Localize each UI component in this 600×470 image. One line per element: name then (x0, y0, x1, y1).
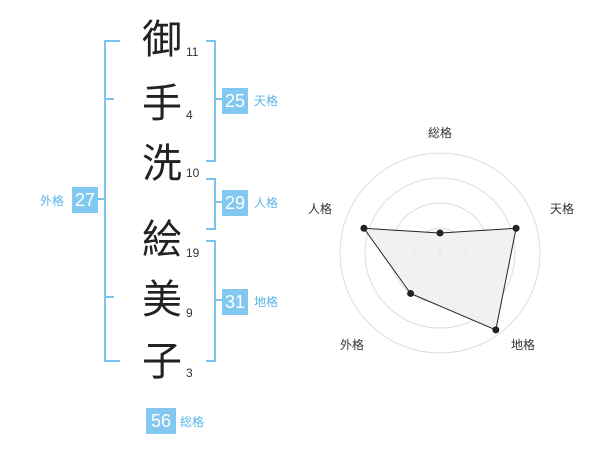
tenkaku-badge: 25 (222, 88, 248, 114)
soukaku-label: 総格 (180, 415, 205, 429)
soukaku-badge: 56 (146, 408, 176, 434)
radar-label-tenkaku: 天格 (550, 202, 575, 216)
tenkaku-label: 天格 (254, 94, 279, 108)
chikaku-label: 地格 (254, 295, 279, 309)
radar-label-chikaku: 地格 (511, 338, 536, 352)
radar-point-5 (360, 224, 368, 232)
gaikaku-badge: 27 (72, 187, 98, 213)
gaikaku-label: 外格 (40, 194, 65, 208)
radar-label-soukaku: 総格 (428, 126, 453, 140)
jinkaku-connector (214, 201, 222, 203)
radar-point-4 (407, 289, 415, 297)
radar-point-2 (512, 224, 520, 232)
radar-point-3 (492, 326, 500, 334)
chikaku-connector (214, 299, 222, 301)
stroke-count-5: 9 (186, 306, 193, 320)
name-char-3: 洗 (142, 141, 182, 187)
gaikaku-connector (98, 198, 106, 200)
stroke-count-3: 10 (186, 166, 200, 180)
jinkaku-badge: 29 (222, 190, 248, 216)
name-char-6: 子 (142, 339, 182, 385)
chikaku-bracket (206, 240, 216, 362)
stroke-count-4: 19 (186, 246, 200, 260)
gaikaku-tick-1 (104, 98, 114, 100)
stroke-count-6: 3 (186, 366, 193, 380)
tenkaku-bracket (206, 40, 216, 162)
stroke-count-2: 4 (186, 108, 193, 122)
radar-area (362, 227, 517, 331)
jinkaku-label: 人格 (254, 196, 279, 210)
name-char-4: 絵 (142, 217, 182, 263)
name-char-2: 手 (142, 81, 182, 127)
chikaku-badge: 31 (222, 289, 248, 315)
radar-point-1 (436, 229, 444, 237)
radar-ring-3 (364, 177, 516, 329)
name-char-5: 美 (142, 277, 182, 323)
gaikaku-tick-2 (104, 296, 114, 298)
jinkaku-bracket (206, 178, 216, 230)
name-char-1: 御 (142, 17, 182, 63)
radar-label-jinkaku: 人格 (308, 202, 333, 216)
gaikaku-bracket (104, 40, 120, 362)
radar-label-gaikaku: 外格 (340, 338, 365, 352)
radar-points (360, 224, 520, 334)
radar-ring-4 (339, 152, 541, 354)
tenkaku-connector (214, 98, 222, 100)
stroke-count-1: 11 (186, 45, 199, 59)
